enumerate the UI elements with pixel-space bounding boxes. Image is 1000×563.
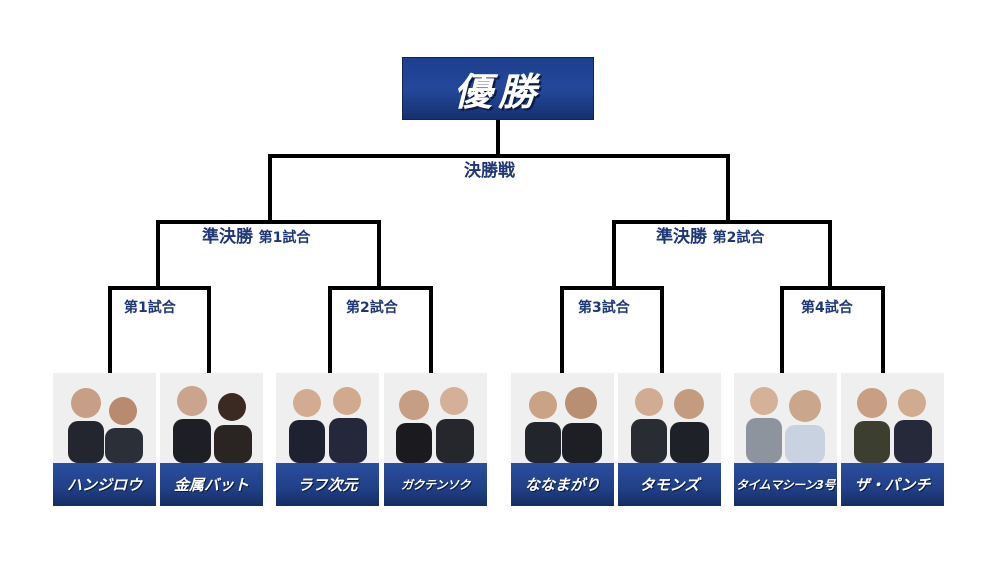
team-card: ななまがり [511, 373, 614, 506]
team-nameplate: ななまがり [511, 463, 614, 506]
team-card: ハンジロウ [53, 373, 156, 506]
match-1-line [108, 286, 211, 375]
team-photo [618, 373, 721, 463]
semifinal-1-label: 準決勝 第1試合 [198, 229, 315, 246]
team-card: ガクテンソク [384, 373, 487, 506]
team-photo [276, 373, 379, 463]
semifinal-2-label: 準決勝 第2試合 [652, 229, 769, 246]
semifinal-1-line [156, 220, 381, 290]
team-photo [511, 373, 614, 463]
match-1-label: 第1試合 [120, 299, 180, 315]
team-nameplate: ガクテンソク [384, 463, 487, 506]
team-card: ザ・パンチ [841, 373, 944, 506]
team-nameplate: ラフ次元 [276, 463, 379, 506]
semifinal-2-line [612, 220, 832, 290]
final-line [268, 118, 730, 224]
final-label: 決勝戦 [460, 163, 519, 180]
team-nameplate: タイムマシーン3号 [734, 463, 837, 506]
team-photo [160, 373, 263, 463]
team-card: タモンズ [618, 373, 721, 506]
match-3-line [560, 286, 664, 375]
match-4-line [780, 286, 885, 375]
match-2-label: 第2試合 [342, 299, 402, 315]
team-card: 金属バット [160, 373, 263, 506]
team-photo [53, 373, 156, 463]
match-3-label: 第3試合 [574, 299, 634, 315]
team-nameplate: 金属バット [160, 463, 263, 506]
team-photo [384, 373, 487, 463]
team-nameplate: ザ・パンチ [841, 463, 944, 506]
team-nameplate: タモンズ [618, 463, 721, 506]
team-card: ラフ次元 [276, 373, 379, 506]
team-photo [734, 373, 837, 463]
team-card: タイムマシーン3号 [734, 373, 837, 506]
match-4-label: 第4試合 [797, 299, 857, 315]
match-2-line [328, 286, 433, 375]
team-nameplate: ハンジロウ [53, 463, 156, 506]
champion-box: 優勝 [402, 57, 594, 120]
champion-title: 優勝 [453, 69, 542, 114]
team-photo [841, 373, 944, 463]
